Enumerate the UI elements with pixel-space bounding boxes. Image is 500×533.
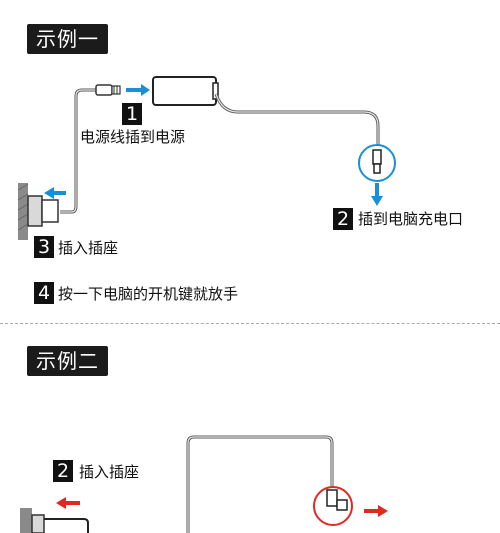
example-2-step-2-number: 2 [53,460,73,482]
power-adapter-icon [152,76,219,106]
step-1-label: 电源线插到电源 [80,128,186,146]
example-2-title: 示例二 [27,346,108,376]
step-4-label: 按一下电脑的开机键就放手 [58,285,239,303]
plug-connector-icon [95,84,121,96]
down-arrow-icon [371,183,383,206]
angled-plug-icon [313,486,353,526]
step-3-label: 插入插座 [58,239,119,257]
wall-socket-2-icon [20,508,89,533]
left-arrow-icon [56,497,80,509]
step-1-number: 1 [122,103,142,125]
step-3-number: 3 [34,236,54,258]
right-arrow-icon [364,505,388,517]
example-1-title: 示例一 [27,24,108,54]
step-4-number: 4 [34,282,54,304]
wall-socket-icon [17,183,59,240]
step-2-label: 插到电脑充电口 [358,210,464,228]
section-divider [0,323,500,324]
power-cable-2 [186,435,334,533]
step-2-number: 2 [333,208,353,230]
example-2-step-2-label: 插入插座 [79,463,140,481]
dc-cable [214,93,380,150]
socket-arrow-icon [44,187,66,199]
insert-arrow-icon [126,84,150,96]
dc-plug-icon [358,144,396,182]
